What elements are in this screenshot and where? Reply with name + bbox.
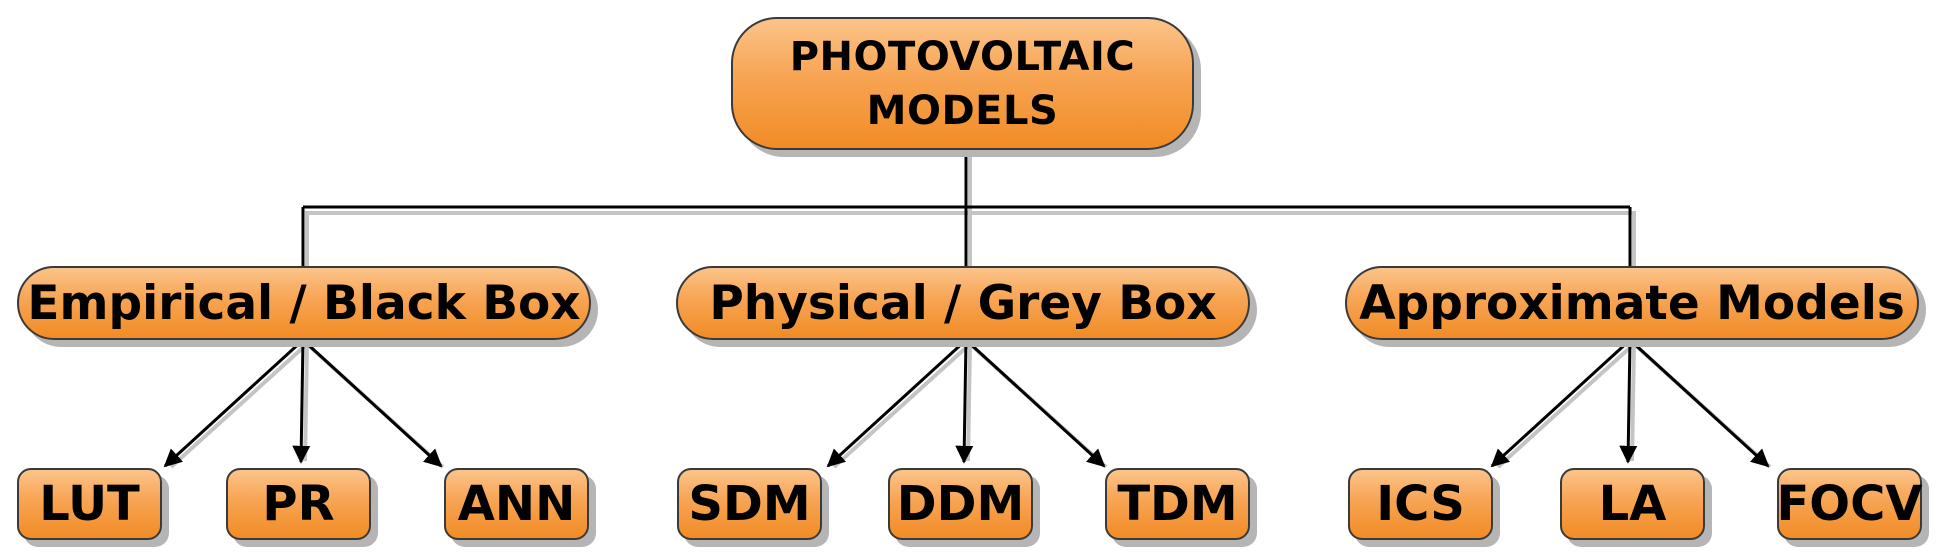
category-approximate-models: Approximate Models: [1345, 266, 1919, 340]
arrow-to-sdm: [826, 338, 968, 468]
leaf-ann: ANN: [444, 468, 589, 540]
category-physical-grey-box: Physical / Grey Box: [676, 266, 1250, 340]
root-title-line2: MODELS: [866, 87, 1059, 134]
root-node-photovoltaic-models: PHOTOVOLTAIC MODELS: [731, 17, 1194, 150]
leaf-focv: FOCV: [1777, 468, 1922, 540]
arrow-to-lut: [163, 338, 305, 468]
leaf-la: LA: [1560, 468, 1705, 540]
leaf-pr: PR: [226, 468, 371, 540]
arrow-to-focv: [1628, 338, 1770, 468]
leaf-sdm: SDM: [677, 468, 822, 540]
arrow-to-ddm: [955, 339, 974, 464]
leaf-tdm: TDM: [1105, 468, 1250, 540]
arrow-to-ics: [1490, 338, 1632, 468]
arrow-to-tdm: [964, 338, 1106, 468]
root-title-line1: PHOTOVOLTAIC: [789, 33, 1136, 80]
arrow-to-ann: [301, 338, 443, 468]
leaf-ics: ICS: [1348, 468, 1493, 540]
category-empirical-black-box: Empirical / Black Box: [17, 266, 591, 340]
arrow-to-pr: [292, 339, 311, 464]
arrow-to-la: [1619, 339, 1638, 464]
leaf-ddm: DDM: [888, 468, 1033, 540]
leaf-lut: LUT: [17, 468, 162, 540]
